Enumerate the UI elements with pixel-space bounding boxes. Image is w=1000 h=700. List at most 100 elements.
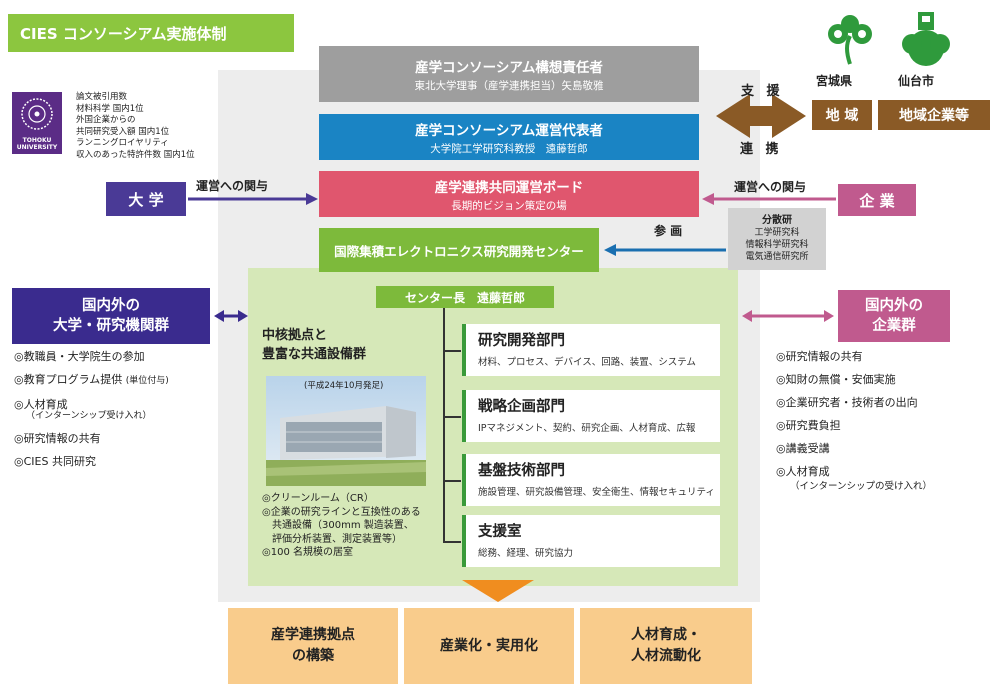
link-label: 連 携 — [740, 142, 783, 157]
list-item: ◎講義受講 — [776, 442, 830, 455]
branch-item: 工学研究科 — [754, 228, 800, 238]
org-branch-line — [443, 416, 461, 418]
right-arrowhead-a — [742, 310, 752, 322]
left-arrowhead-a — [214, 310, 224, 322]
dept-name: 研究開発部門 — [478, 333, 565, 349]
list-item: ◎CIES 共同研究 — [14, 455, 96, 468]
dept-strategic-planning: 戦略企画部門 IPマネジメント、契約、研究企画、人材育成、広報 — [462, 390, 720, 442]
list-item: ◎知財の無償・安価実施 — [776, 373, 896, 386]
core-title-line2: 豊富な共通設備群 — [262, 347, 367, 362]
board-title: 産学連携共同運営ボード — [434, 179, 584, 196]
list-item: ◎人材育成（インターンシップ受け入れ） — [14, 398, 152, 421]
responsible-title: 産学コンソーシアム構想責任者 — [415, 59, 603, 76]
org-branch-line — [443, 480, 461, 482]
dept-research-development: 研究開発部門 材料、プロセス、デバイス、回路、装置、システム — [462, 324, 720, 376]
core-item: 共通設備（300mm 製造装置、 — [262, 520, 414, 531]
company-benefits-list: ◎研究情報の共有 ◎知財の無償・安価実施 ◎企業研究者・技術者の出向 ◎研究費負… — [776, 350, 986, 503]
tohoku-university-logo: TOHOKU UNIVERSITY — [12, 92, 62, 154]
list-item: ◎人材育成（インターンシップの受け入れ） — [776, 465, 933, 492]
representative-subtitle: 大学院工学研究科教授 遠藤哲郎 — [430, 142, 588, 155]
university-tag: 大 学 — [106, 182, 186, 216]
stat-line: 外国企業からの — [76, 115, 136, 125]
org-vertical-line — [443, 308, 445, 542]
dept-name: 戦略企画部門 — [478, 399, 565, 415]
miyagi-label: 宮城県 — [816, 74, 853, 88]
stat-line: 共同研究受入額 国内1位 — [76, 126, 170, 137]
core-title-line1: 中核拠点と — [262, 328, 328, 343]
core-facility-list: ◎クリーンルーム（CR） ◎企業の研究ラインと互換性のある 共通設備（300mm… — [262, 492, 452, 560]
list-item: ◎研究情報の共有 — [14, 432, 101, 445]
photo-caption: (平成24年10月発足) — [304, 381, 384, 391]
dept-infrastructure: 基盤技術部門 施設管理、研究設備管理、安全衛生、情報セキュリティ — [462, 454, 720, 506]
outcome-commercialization: 産業化・実用化 — [404, 608, 574, 684]
left-group-line2: 大学・研究機関群 — [53, 318, 169, 334]
branch-title: 分散研 — [762, 215, 792, 226]
dept-name: 支援室 — [478, 524, 522, 540]
company-tag: 企 業 — [838, 184, 916, 216]
core-item: ◎100 名規模の居室 — [262, 547, 353, 558]
responsible-subtitle: 東北大学理事（産学連携担当）矢島敬雅 — [414, 79, 604, 92]
university-relation-label: 運営への関与 — [196, 179, 269, 193]
outcome-arrow-icon — [462, 580, 534, 602]
right-group-line2: 企業群 — [872, 318, 916, 334]
list-item: ◎研究情報の共有 — [776, 350, 863, 363]
company-arrowhead — [702, 193, 714, 205]
dept-desc: 施設管理、研究設備管理、安全衛生、情報セキュリティ — [478, 487, 715, 498]
stat-line: ランニングロイヤリティ — [76, 138, 169, 148]
org-branch-line — [443, 350, 461, 352]
list-item: ◎教職員・大学院生の参加 — [14, 350, 145, 363]
outcome-line2: 人材流動化 — [631, 648, 701, 664]
tohoku-stats: 論文被引用数 材料科学 国内1位 外国企業からの 共同研究受入額 国内1位 ラン… — [76, 92, 195, 161]
list-item: ◎教育プログラム提供 (単位付与) — [14, 373, 169, 386]
branch-item: 電気通信研究所 — [745, 252, 809, 262]
branch-labs-box: 分散研 工学研究科 情報科学研究科 電気通信研究所 — [728, 208, 826, 270]
left-arrowhead-b — [238, 310, 248, 322]
outcome-line1: 産業化・実用化 — [440, 637, 538, 654]
outcome-human-resources: 人材育成・ 人材流動化 — [580, 608, 752, 684]
consortium-representative-box: 産学コンソーシアム運営代表者 大学院工学研究科教授 遠藤哲郎 — [319, 114, 699, 160]
logo-text-line2: UNIVERSITY — [16, 144, 58, 151]
logo-text-line1: TOHOKU — [22, 137, 52, 144]
stat-line: 材料科学 国内1位 — [76, 103, 144, 114]
outcome-industry-academia-hub: 産学連携拠点 の構築 — [228, 608, 398, 684]
board-subtitle: 長期的ビジョン策定の場 — [451, 199, 567, 212]
university-benefits-list: ◎教職員・大学院生の参加 ◎教育プログラム提供 (単位付与) ◎人材育成（インタ… — [14, 350, 214, 478]
region-tag: 地 域 — [812, 100, 872, 130]
representative-title: 産学コンソーシアム運営代表者 — [415, 122, 603, 139]
support-link-double-arrow — [716, 94, 806, 138]
org-branch-line — [443, 541, 461, 543]
sendai-label: 仙台市 — [898, 74, 935, 88]
core-item: ◎クリーンルーム（CR） — [262, 493, 374, 504]
outcome-line2: の構築 — [292, 648, 334, 664]
list-item: ◎研究費負担 — [776, 419, 841, 432]
center-director-box: センター長 遠藤哲郎 — [376, 286, 554, 308]
building-illustration — [266, 376, 426, 486]
stat-line: 論文被引用数 — [76, 92, 128, 102]
outcome-line1: 産学連携拠点 — [271, 627, 355, 643]
left-group-line1: 国内外の — [82, 298, 140, 314]
right-group-line1: 国内外の — [865, 298, 923, 314]
core-item: 評価分析装置、測定装置等） — [262, 533, 402, 545]
outcome-line1: 人材育成・ — [631, 627, 701, 643]
dept-desc: 材料、プロセス、デバイス、回路、装置、システム — [478, 357, 696, 368]
sendai-emblem-icon — [902, 12, 950, 66]
list-item: ◎企業研究者・技術者の出向 — [776, 396, 918, 409]
consortium-responsible-box: 産学コンソーシアム構想責任者 東北大学理事（産学連携担当）矢島敬雅 — [319, 46, 699, 102]
core-facility-title: 中核拠点と 豊富な共通設備群 — [262, 326, 432, 364]
dept-desc: 総務、経理、研究協力 — [478, 548, 574, 559]
dept-name: 基盤技術部門 — [478, 463, 565, 479]
dept-support-office: 支援室 総務、経理、研究協力 — [462, 515, 720, 567]
tohoku-seal-icon — [21, 98, 53, 130]
right-arrowhead-b — [824, 310, 834, 322]
region-companies-tag: 地域企業等 — [878, 100, 990, 130]
research-center-box: 国際集積エレクトロニクス研究開発センター — [319, 228, 599, 272]
company-relation-label: 運営への関与 — [734, 180, 807, 194]
inline-sub: (単位付与) — [125, 376, 169, 386]
stat-line: 収入のあった特許件数 国内1位 — [76, 149, 195, 160]
miyagi-emblem-icon — [828, 15, 872, 65]
domestic-intl-universities-box: 国内外の 大学・研究機関群 — [12, 288, 210, 344]
core-item: ◎企業の研究ラインと互換性のある — [262, 506, 421, 518]
university-arrowhead — [306, 193, 318, 205]
building-photo — [266, 376, 426, 486]
domestic-intl-companies-box: 国内外の 企業群 — [838, 290, 950, 342]
